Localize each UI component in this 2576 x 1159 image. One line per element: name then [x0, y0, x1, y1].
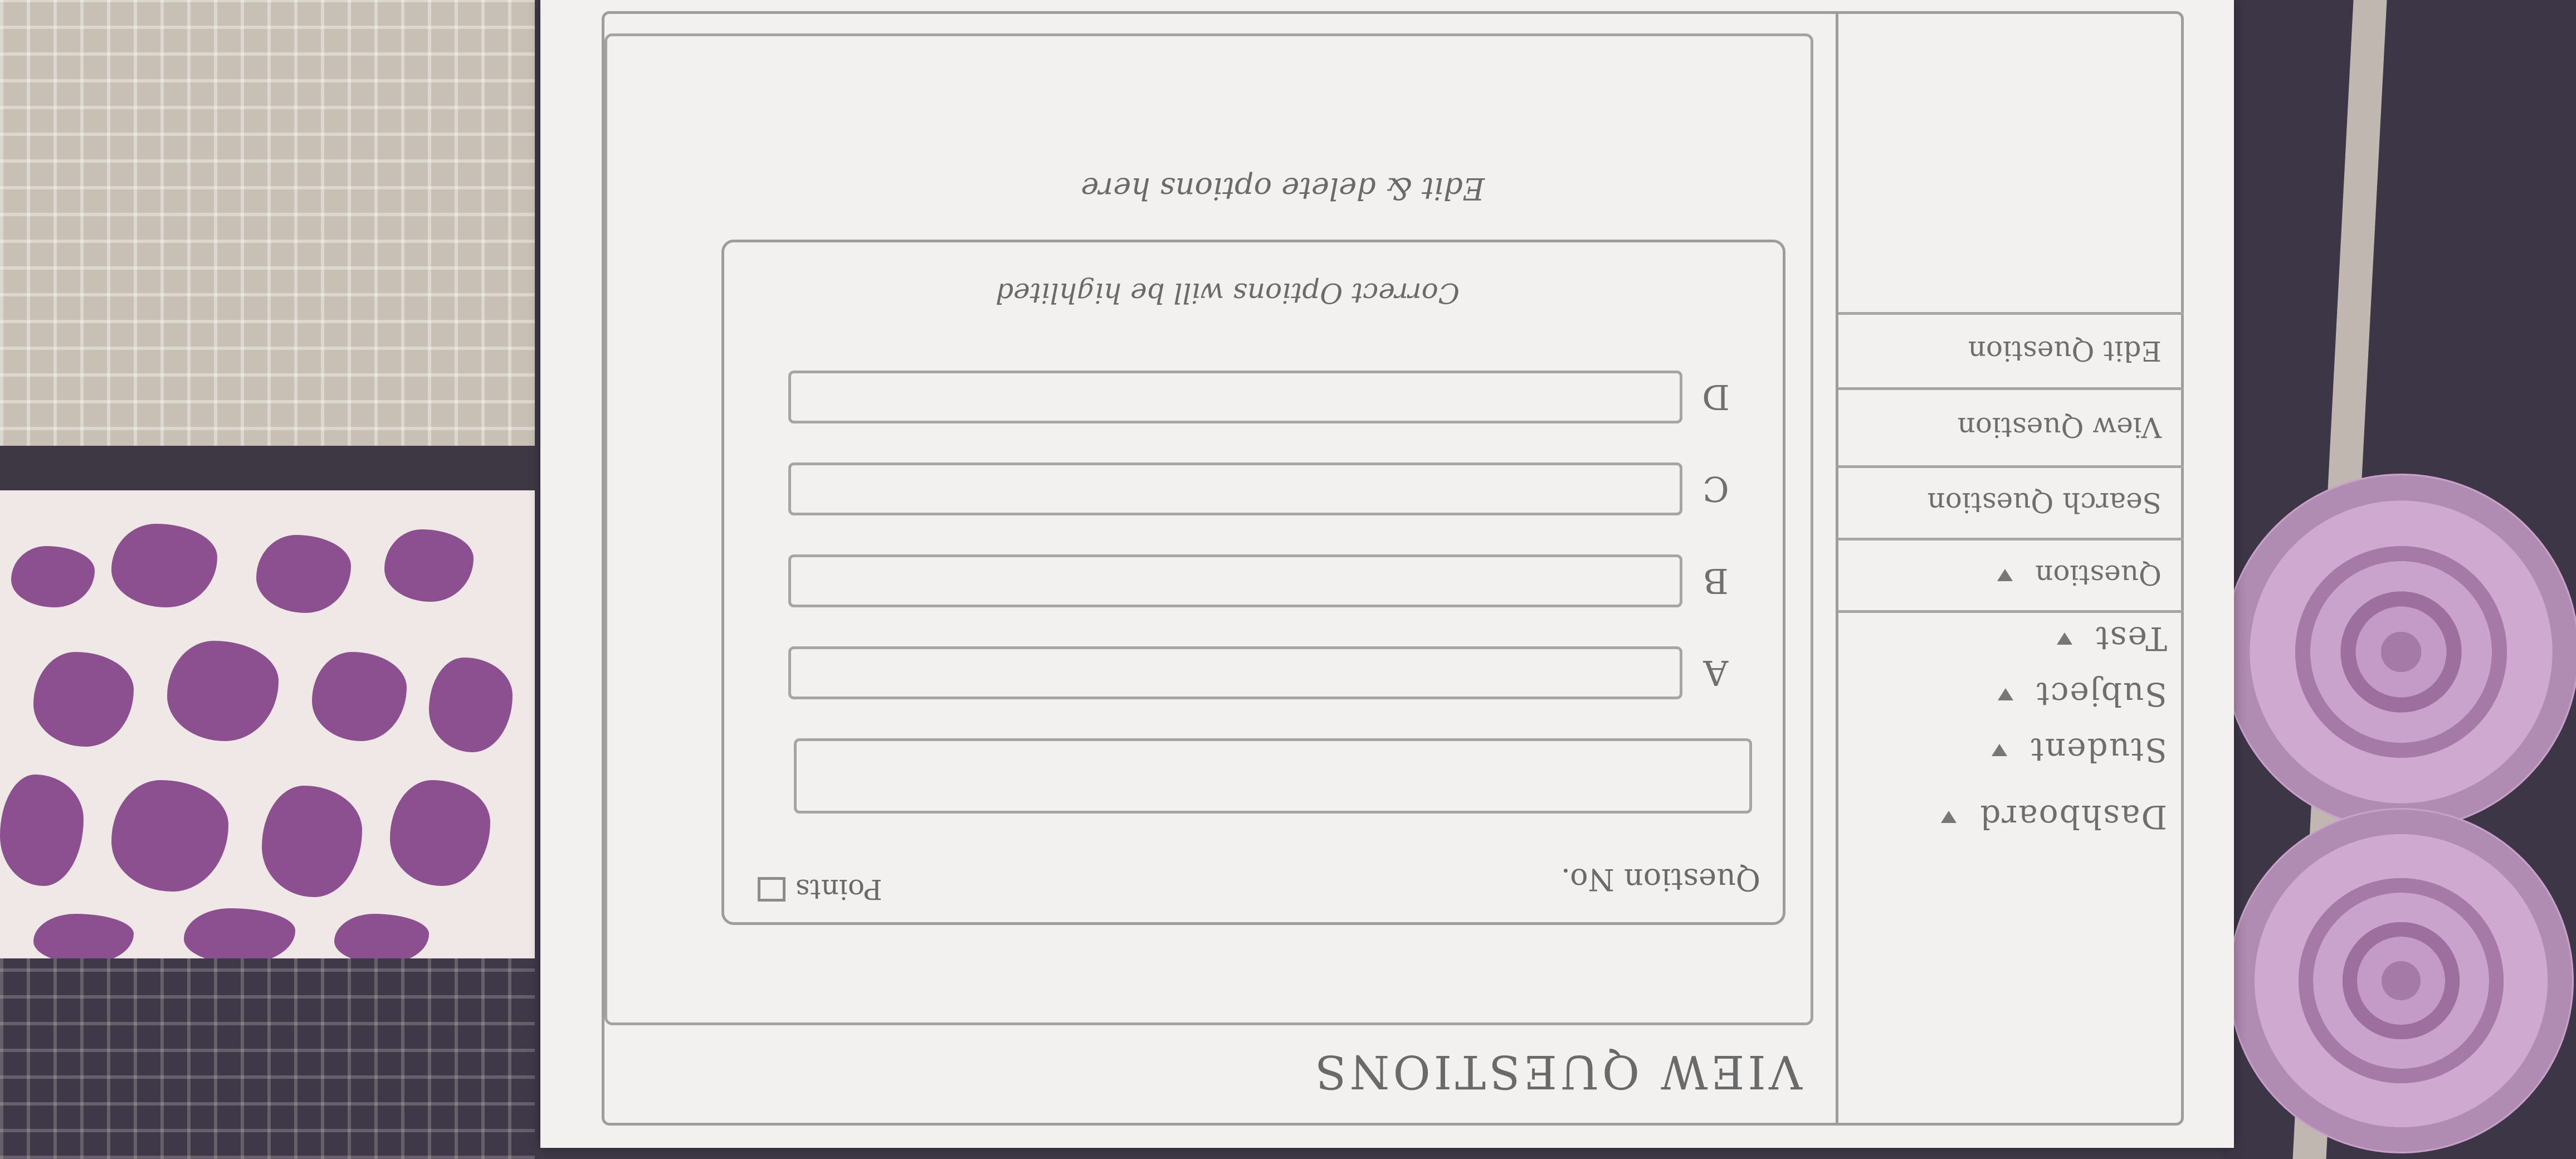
question-card: Question No. Points A B C D Co — [721, 240, 1785, 925]
dropdown-arrow-icon — [1997, 569, 2013, 582]
option-row-c: C — [788, 462, 1730, 515]
option-row-d: D — [788, 371, 1730, 423]
paper-sheet — [540, 0, 2234, 1148]
sidebar-item-question[interactable]: Question — [1838, 540, 2184, 613]
sidebar-item-label: Test — [2095, 620, 2167, 658]
sidebar-subitem-search-question[interactable]: Search Question — [1838, 468, 2184, 540]
option-b-field[interactable] — [788, 554, 1682, 607]
points-field: Points — [758, 873, 882, 905]
option-c-field[interactable] — [788, 462, 1682, 515]
option-row-b: B — [788, 554, 1730, 607]
sidebar-item-dashboard[interactable]: Dashboard — [1941, 798, 2167, 836]
sidebar-item-label: Dashboard — [1979, 798, 2167, 836]
option-a-field[interactable] — [788, 646, 1682, 699]
option-letter: B — [1703, 561, 1729, 601]
sidebar-item-test[interactable]: Test — [2057, 620, 2167, 658]
fabric-background-beige — [0, 0, 535, 457]
sidebar-item-subject[interactable]: Subject — [1997, 675, 2167, 713]
option-letter: A — [1703, 652, 1729, 693]
sidebar: Dashboard Student Subject Test Question … — [1836, 11, 2184, 1126]
sidebar-subitem-view-question[interactable]: View Question — [1838, 390, 2184, 468]
sidebar-subitem-label: Search Question — [1927, 486, 2162, 519]
main-content: VIEW QUESTIONS Question No. Points A B C — [602, 11, 1836, 1126]
question-text-field[interactable] — [794, 738, 1752, 814]
option-row-a: A — [788, 646, 1730, 699]
dropdown-arrow-icon — [2057, 632, 2073, 645]
option-letter: C — [1702, 469, 1729, 509]
sidebar-item-label: Student — [2029, 731, 2167, 769]
fabric-background-band — [0, 446, 535, 496]
sidebar-item-student[interactable]: Student — [1992, 731, 2167, 769]
question-number-label: Question No. — [1560, 862, 1760, 897]
sidebar-subitem-label: Edit Question — [1968, 335, 2162, 367]
dropdown-arrow-icon — [1941, 811, 1957, 823]
dropdown-arrow-icon — [1997, 688, 2013, 700]
points-label: Points — [796, 873, 882, 905]
sidebar-item-label: Subject — [2035, 675, 2167, 713]
page-title: VIEW QUESTIONS — [1311, 1045, 1802, 1098]
wireframe-sketch: Dashboard Student Subject Test Question … — [602, 11, 2184, 1126]
rose-pattern — [2228, 808, 2574, 1153]
sidebar-subitem-edit-question[interactable]: Edit Question — [1838, 312, 2184, 390]
option-d-field[interactable] — [788, 371, 1682, 423]
sidebar-item-label: Question — [2035, 559, 2162, 592]
dropdown-arrow-icon — [1992, 744, 2008, 756]
points-input[interactable] — [758, 877, 786, 902]
fabric-background-bottom — [0, 958, 535, 1159]
edit-delete-note: Edit & delete options here — [1081, 171, 1485, 206]
fabric-background-pattern — [0, 490, 535, 964]
rose-pattern — [2223, 474, 2576, 830]
correct-options-hint: Correct Options will be highlited — [996, 277, 1460, 309]
sidebar-subitem-label: View Question — [1957, 411, 2162, 444]
option-letter: D — [1702, 377, 1730, 417]
